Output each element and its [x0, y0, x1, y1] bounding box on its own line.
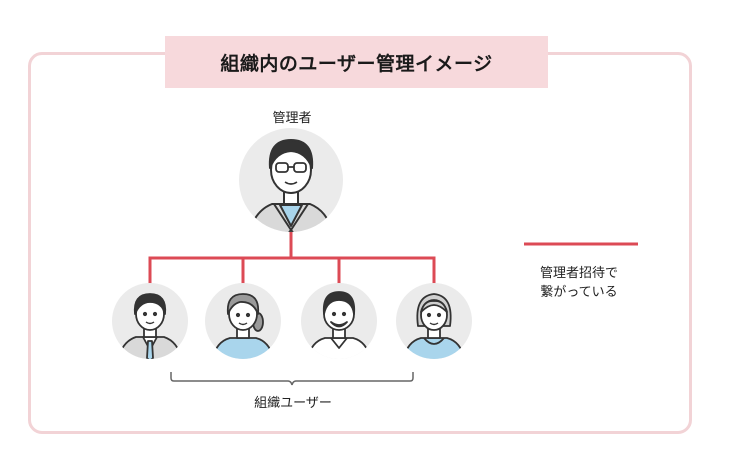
- connection-lines: [148, 230, 436, 286]
- user-avatar-icon: [112, 283, 188, 359]
- org-users-label: 組織ユーザー: [254, 396, 332, 411]
- admin-label: 管理者: [272, 111, 312, 126]
- legend-text: 管理者招待で 繋がっている: [514, 264, 644, 302]
- admin-avatar-icon: [239, 128, 343, 232]
- user-group-brace: [170, 372, 414, 386]
- diagram-title: 組織内のユーザー管理イメージ: [220, 52, 493, 75]
- legend-text-line-1: 管理者招待で: [539, 266, 618, 281]
- user-avatar-icon: [396, 283, 472, 359]
- title-banner: 組織内のユーザー管理イメージ: [165, 36, 548, 88]
- user-avatar-icon: [301, 283, 377, 359]
- legend-text-line-2: 繋がっている: [540, 285, 618, 300]
- user-avatar-icon: [205, 283, 281, 359]
